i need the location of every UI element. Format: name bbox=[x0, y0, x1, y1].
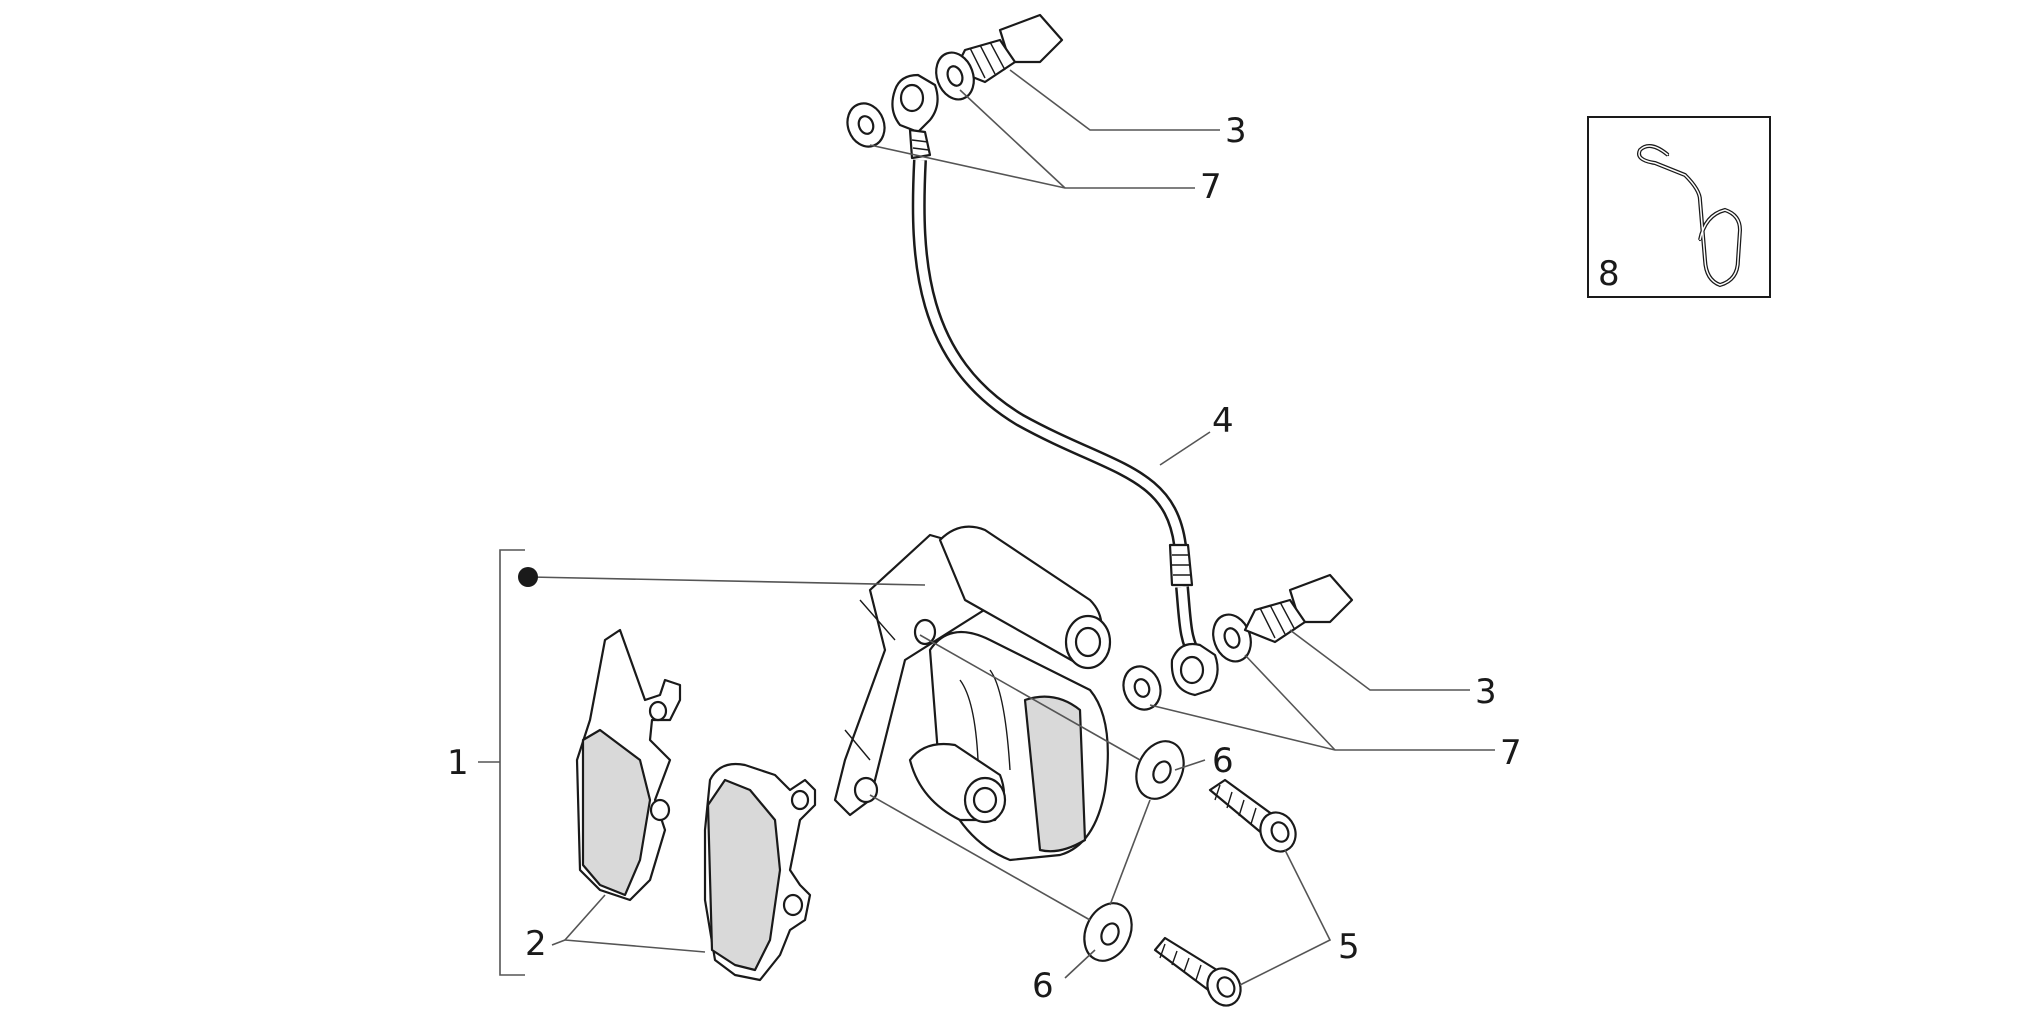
top-banjo-fitting bbox=[891, 73, 939, 134]
bottom-banjo-bolt bbox=[1243, 573, 1354, 644]
callout-2: 2 bbox=[525, 924, 547, 964]
callout-7-top: 7 bbox=[1200, 167, 1222, 207]
callout-4: 4 bbox=[1212, 401, 1234, 441]
top-washer-left bbox=[846, 102, 886, 148]
brake-caliper bbox=[833, 525, 1112, 862]
top-washer-right bbox=[935, 51, 975, 101]
callout-8: 8 bbox=[1598, 254, 1620, 294]
brake-pad-front bbox=[703, 762, 817, 982]
bottom-banjo-fitting bbox=[1170, 642, 1219, 697]
caliper-bolt-lower bbox=[1153, 936, 1242, 1007]
callout-3-bottom: 3 bbox=[1475, 672, 1497, 712]
bottom-washer-left bbox=[1122, 665, 1162, 711]
callout-3-top: 3 bbox=[1225, 111, 1247, 151]
callout-6-upper: 6 bbox=[1212, 741, 1234, 781]
leader-lines bbox=[478, 69, 1495, 986]
callout-5: 5 bbox=[1338, 927, 1360, 967]
caliper-washer-upper bbox=[1135, 740, 1185, 800]
inset-box-clip bbox=[1587, 116, 1771, 298]
callout-1: 1 bbox=[447, 743, 469, 783]
caliper-bolt-upper bbox=[1208, 778, 1297, 853]
brake-pad-rear bbox=[575, 628, 682, 902]
callout-6-lower: 6 bbox=[1032, 966, 1054, 1006]
caliper-washer-lower bbox=[1083, 902, 1133, 962]
callout-7-bottom: 7 bbox=[1500, 733, 1522, 773]
assembly-marker-dot bbox=[518, 567, 538, 587]
